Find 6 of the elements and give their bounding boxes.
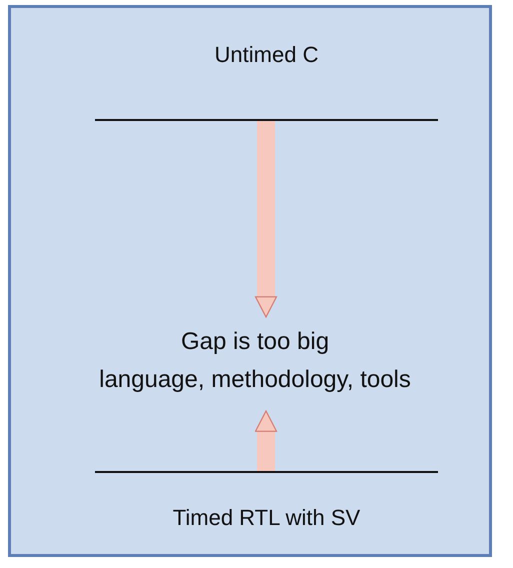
block-arrow — [254, 121, 278, 318]
level-label: Timed RTL with SV — [172, 505, 362, 531]
block-arrow — [254, 410, 278, 471]
subtitle: language, methodology, tools — [98, 366, 412, 394]
level-label: Untimed C — [214, 42, 320, 68]
heading: Gap is too big — [180, 328, 330, 356]
